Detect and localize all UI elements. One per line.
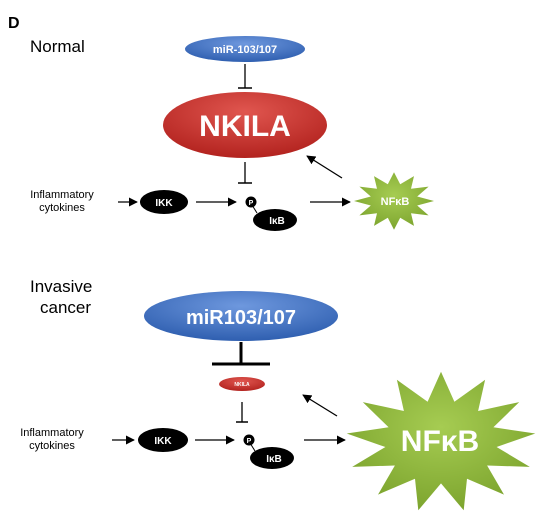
invasive-ikb-label: IκB bbox=[266, 454, 282, 465]
normal-stimulus-line1: Inflammatory bbox=[30, 189, 94, 201]
normal-ikb-node bbox=[253, 209, 297, 231]
invasive-mirna-node bbox=[144, 291, 338, 341]
normal-ikk-node bbox=[140, 190, 188, 214]
normal-ikk-label: IKK bbox=[155, 198, 173, 209]
invasive-nkila-label: NKILA bbox=[234, 382, 250, 388]
invasive-title-line2: cancer bbox=[40, 298, 91, 317]
invasive-title-line1: Invasive bbox=[30, 277, 92, 296]
invasive-mirna-label: miR103/107 bbox=[186, 307, 296, 329]
invasive-ikk-label: IKK bbox=[154, 436, 172, 447]
normal-nkila-node bbox=[163, 92, 327, 158]
normal-arrow-nfkb-nkila bbox=[306, 155, 343, 179]
normal-mirna-node bbox=[185, 36, 305, 62]
normal-phospho-label: P bbox=[249, 200, 254, 207]
invasive-stimulus-line2: cytokines bbox=[29, 440, 75, 452]
invasive-nfkb-label: NFκB bbox=[401, 425, 479, 458]
invasive-arrow-nfkb-nkila bbox=[302, 394, 338, 417]
normal-nfkb-node bbox=[354, 172, 434, 230]
normal-nkila-label: NKILA bbox=[199, 110, 291, 143]
invasive-section: Invasive cancer miR103/107 NKILA Inflamm… bbox=[20, 277, 536, 511]
invasive-phospho-label: P bbox=[247, 438, 252, 445]
invasive-nkila-node bbox=[219, 377, 265, 391]
normal-nfkb-label: NFκB bbox=[381, 196, 410, 208]
normal-stimulus-line2: cytokines bbox=[39, 202, 85, 214]
normal-ikb-label: IκB bbox=[269, 216, 285, 227]
invasive-phospho-node bbox=[243, 434, 255, 446]
panel-label: D bbox=[8, 15, 20, 32]
normal-phospho-node bbox=[245, 196, 257, 208]
normal-section: Normal miR-103/107 NKILA Inflammatory cy… bbox=[30, 36, 434, 231]
normal-title: Normal bbox=[30, 37, 85, 56]
invasive-stimulus-line1: Inflammatory bbox=[20, 427, 84, 439]
invasive-nfkb-node bbox=[346, 371, 536, 511]
normal-mirna-label: miR-103/107 bbox=[213, 44, 277, 56]
invasive-ikb-node bbox=[250, 447, 294, 469]
invasive-ikk-node bbox=[138, 428, 188, 452]
